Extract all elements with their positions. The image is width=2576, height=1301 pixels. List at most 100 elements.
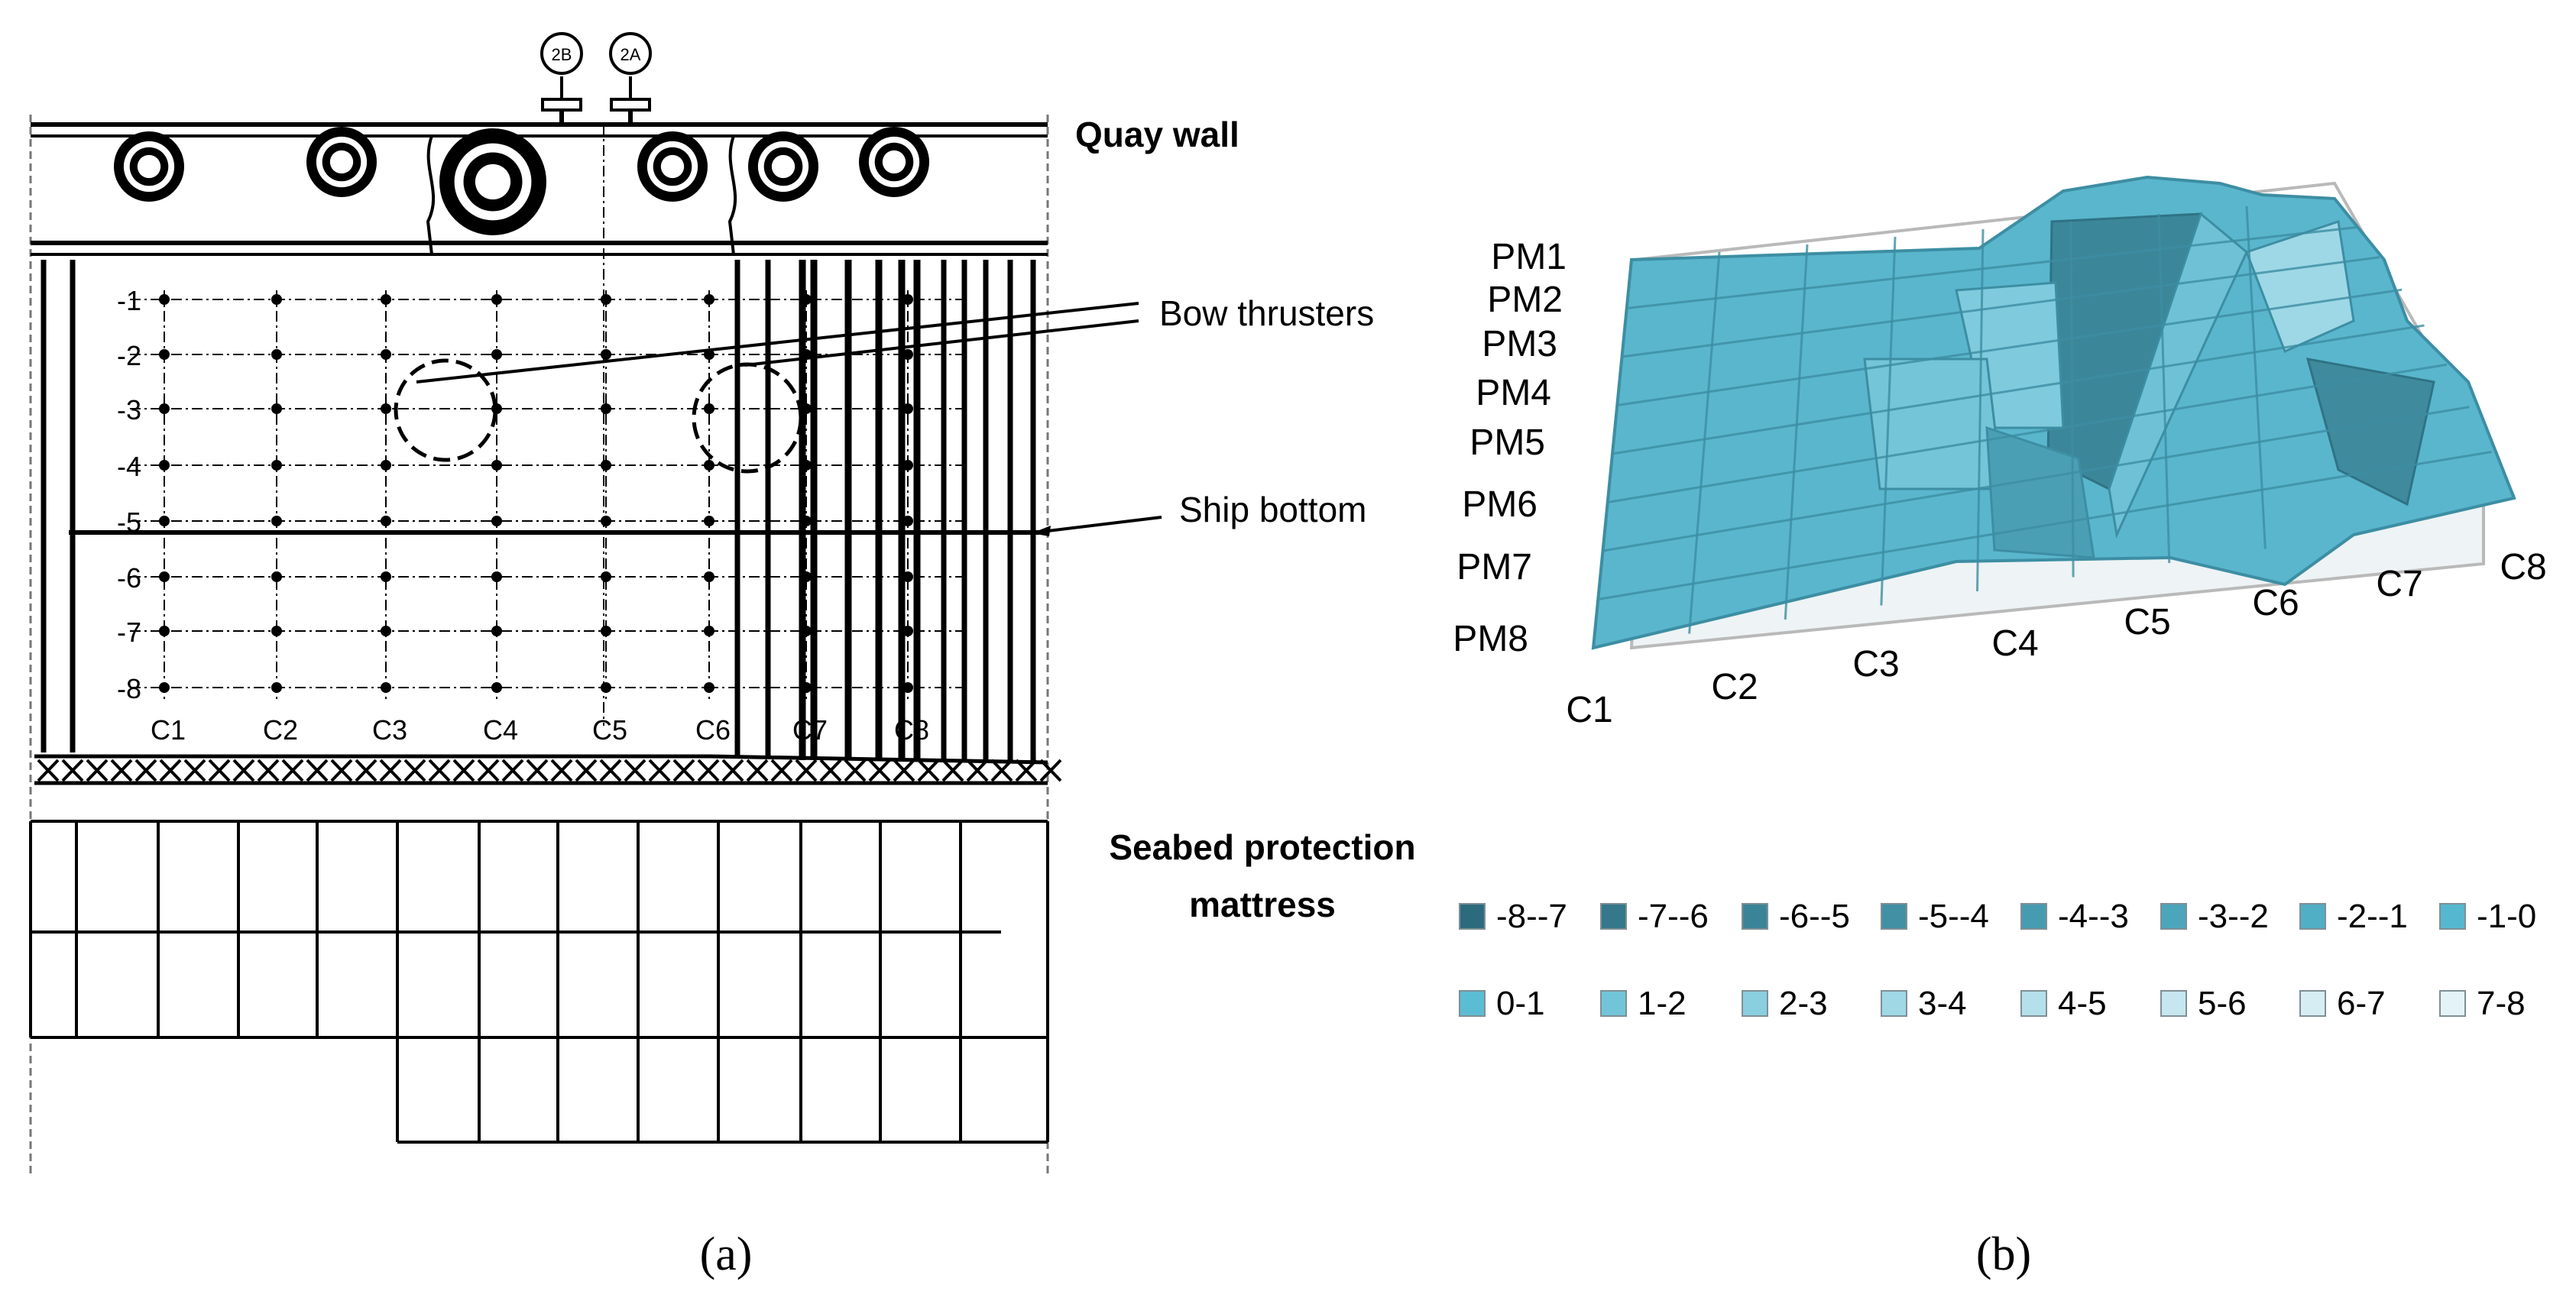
legend-label: 1-2 — [1638, 985, 1687, 1022]
legend-swatch — [2160, 990, 2187, 1017]
measurement-point — [704, 294, 714, 305]
measurement-point — [381, 626, 391, 636]
legend-swatch — [1459, 990, 1486, 1017]
measurement-point — [271, 403, 282, 414]
measurement-point — [601, 294, 611, 305]
legend-label: 2-3 — [1779, 985, 1828, 1022]
grid-row-label: -4 — [117, 451, 141, 482]
measurement-point — [601, 460, 611, 471]
legend-swatch — [1881, 990, 1907, 1017]
bow-thruster-circle-1 — [394, 358, 497, 462]
measurement-point — [491, 682, 502, 693]
measurement-point — [159, 294, 170, 305]
legend-item: 0-1 — [1459, 985, 1545, 1022]
grid-row-label: -3 — [117, 394, 141, 426]
legend-swatch — [1742, 990, 1768, 1017]
measurement-point — [381, 349, 391, 360]
grid-row-labels: -1-2-3-4-5-6-7-8 — [117, 285, 141, 704]
grid-column-label: C7 — [792, 714, 828, 746]
legend-item: 3-4 — [1881, 985, 1967, 1022]
surface-row-label: PM6 — [1462, 484, 1537, 525]
caption-a: (a) — [700, 1228, 753, 1280]
legend-label: 6-7 — [2337, 985, 2386, 1022]
measurement-point — [491, 460, 502, 471]
measurement-point — [271, 460, 282, 471]
measurement-point — [491, 516, 502, 526]
legend-item: -1-0 — [2439, 898, 2536, 935]
measurement-point — [381, 516, 391, 526]
surface-column-label: C4 — [1991, 623, 2038, 664]
quay-wall-label: Quay wall — [1075, 115, 1239, 154]
legend-label: 5-6 — [2198, 985, 2247, 1022]
legend-item: -5--4 — [1881, 898, 1989, 935]
ship-bottom-label: Ship bottom — [1179, 490, 1366, 529]
legend-label: -1-0 — [2477, 898, 2536, 935]
surface-row-label: PM1 — [1491, 237, 1567, 277]
measurement-point — [601, 682, 611, 693]
seabed-hatch — [34, 754, 1062, 785]
mattress-label-line1: Seabed protection — [1109, 827, 1415, 867]
measurement-point — [704, 516, 714, 526]
bathymetry-surface — [1591, 175, 2516, 650]
legend-label: 4-5 — [2058, 985, 2107, 1022]
legend-swatch — [1600, 990, 1627, 1017]
measurement-point — [271, 294, 282, 305]
measurement-point — [159, 403, 170, 414]
surface-column-label: C2 — [1711, 667, 1758, 707]
measurement-point — [381, 682, 391, 693]
legend-swatch — [1459, 903, 1486, 930]
measurement-point — [704, 626, 714, 636]
measurement-point — [704, 460, 714, 471]
bollard — [439, 128, 546, 235]
legend-item: 1-2 — [1600, 985, 1687, 1022]
grid-row-label: -1 — [117, 285, 141, 316]
measurement-point — [491, 626, 502, 636]
legend-item: -6--5 — [1742, 898, 1850, 935]
measurement-point — [271, 571, 282, 582]
grid-column-label: C1 — [151, 714, 186, 746]
grid-row-label: -2 — [117, 340, 141, 371]
measurement-point — [271, 626, 282, 636]
mattress-label-line2: mattress — [1189, 885, 1336, 924]
measurement-point — [271, 516, 282, 526]
legend-swatch — [1600, 903, 1627, 930]
measurement-point — [491, 294, 502, 305]
grid-row-label: -5 — [117, 506, 141, 538]
measurement-grid — [130, 290, 963, 699]
legend-item: -3--2 — [2160, 898, 2269, 935]
legend-item: 6-7 — [2299, 985, 2386, 1022]
bow-thrusters-label: Bow thrusters — [1159, 293, 1374, 333]
legend-item: 7-8 — [2439, 985, 2526, 1022]
legend-swatch — [2020, 903, 2047, 930]
legend-label: -8--7 — [1496, 898, 1567, 935]
measurement-point — [601, 626, 611, 636]
measurement-point — [491, 349, 502, 360]
grid-column-label: C4 — [483, 714, 518, 746]
surface-column-label: C7 — [2376, 564, 2422, 604]
legend-label: -7--6 — [1638, 898, 1709, 935]
legend-label: -3--2 — [2198, 898, 2269, 935]
measurement-point — [704, 403, 714, 414]
pipe-label-2b: 2B — [552, 45, 572, 64]
bollard — [306, 127, 377, 197]
quay-bollards — [114, 127, 929, 235]
legend-item: 2-3 — [1742, 985, 1828, 1022]
surface-row-label: PM7 — [1456, 547, 1532, 587]
legend-item: -2--1 — [2299, 898, 2408, 935]
legend-swatch — [2299, 990, 2326, 1017]
measurement-point — [271, 349, 282, 360]
bollard — [114, 131, 184, 202]
pipe-label-2a: 2A — [621, 45, 641, 64]
surface-column-label: C5 — [2124, 602, 2170, 642]
grid-column-label: C2 — [263, 714, 298, 746]
seabed-protection-mattress — [29, 820, 1049, 1144]
measurement-point — [159, 682, 170, 693]
grid-row-label: -7 — [117, 617, 141, 648]
vertical-posts — [41, 260, 1036, 762]
